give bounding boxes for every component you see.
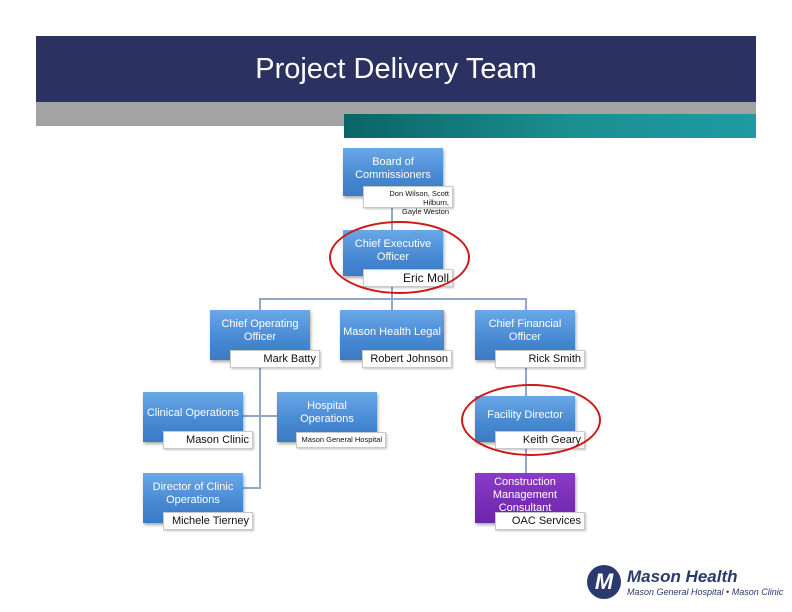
connector-coo-clinical [243, 415, 261, 417]
org-role-hospital-operations: Hospital Operations [300, 400, 354, 425]
org-role-board: Board of Commissioners [355, 156, 431, 181]
connector-to-coo [259, 298, 261, 310]
highlight-circle-facility-director [461, 384, 601, 456]
org-name-hospital-operations: Mason General Hospital [296, 432, 386, 448]
connector-to-legal [391, 298, 393, 310]
org-name-construction-consultant: OAC Services [495, 512, 585, 530]
page-title: Project Delivery Team [255, 52, 537, 85]
org-name-legal: Robert Johnson [362, 350, 452, 368]
org-role-legal: Mason Health Legal [343, 326, 441, 338]
highlight-circle-ceo [329, 221, 470, 294]
connector-board-ceo [391, 196, 393, 230]
org-name-clinic-director: Michele Tierney [163, 512, 253, 530]
org-role-clinical-operations: Clinical Operations [146, 407, 240, 419]
connector-cfo-facility [525, 366, 527, 396]
connector-coo-down [259, 366, 261, 488]
logo-name: Mason Health [627, 567, 738, 586]
org-role-construction-consultant: Construction Management Consultant [492, 476, 558, 514]
org-role-cfo: Chief Financial Officer [488, 318, 562, 343]
org-name-cfo: Rick Smith [495, 350, 585, 368]
connector-to-cfo [525, 298, 527, 310]
mason-health-logo-mark: M [587, 565, 621, 599]
org-role-coo: Chief Operating Officer [221, 318, 299, 343]
title-bar: Project Delivery Team [36, 36, 756, 102]
org-role-clinic-director: Director of Clinic Operations [152, 481, 234, 506]
mason-health-logo: M Mason Health Mason General Hospital • … [587, 565, 787, 601]
org-name-board: Don Wilson, Scott Hilburn, Gayle Weston [363, 186, 453, 216]
org-name-coo: Mark Batty [230, 350, 320, 368]
org-name-clinical-operations: Mason Clinic [163, 431, 253, 449]
teal-accent-strip [344, 114, 756, 138]
org-box-legal: Mason Health Legal [340, 310, 444, 360]
connector-clinic-director [243, 487, 261, 489]
logo-subtitle: Mason General Hospital • Mason Clinic [627, 587, 784, 597]
connector-facility-construction [525, 447, 527, 473]
